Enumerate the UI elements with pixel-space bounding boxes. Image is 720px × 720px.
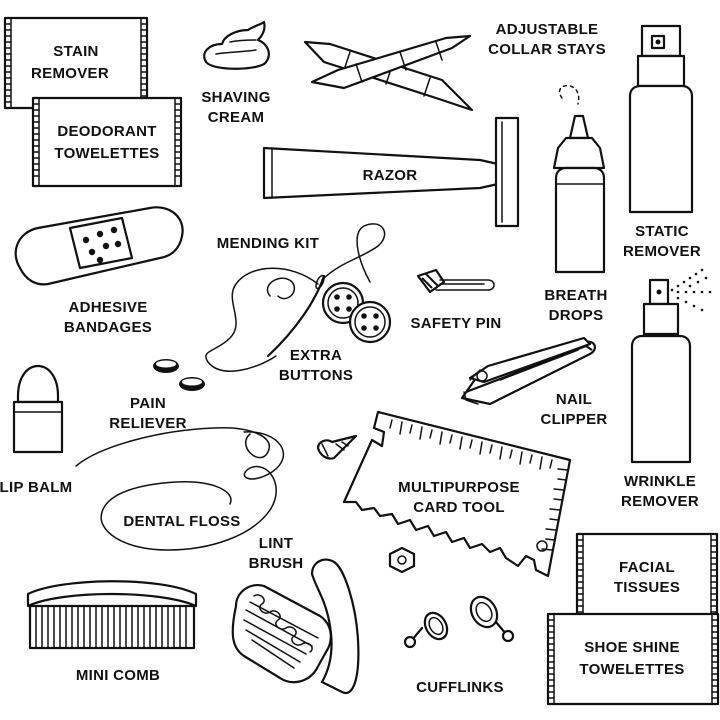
facial-tissues-packet-icon xyxy=(575,532,719,624)
nail-clipper-label-1: NAIL xyxy=(556,391,592,408)
shaving-cream-icon xyxy=(203,20,270,70)
lip-balm-label: LIP BALM xyxy=(0,479,72,496)
lint-brush-icon xyxy=(231,558,360,695)
floss-icon xyxy=(75,427,285,551)
mini-comb-label: MINI COMB xyxy=(76,667,160,684)
razor-icon xyxy=(262,116,520,228)
buttons-icon xyxy=(321,281,392,344)
shaving-cream-label-2: CREAM xyxy=(208,109,265,126)
card-tool-label-2: CARD TOOL xyxy=(413,499,505,516)
stain-remover-packet-icon xyxy=(3,16,149,110)
shaving-cream-label-1: SHAVING xyxy=(201,89,270,106)
shoe-shine-label-2: TOWELETTES xyxy=(579,661,684,678)
deodorant-towelettes-label-2: TOWELETTES xyxy=(54,145,159,162)
static-remover-label-2: REMOVER xyxy=(623,243,701,260)
safety-pin-label: SAFETY PIN xyxy=(410,315,501,332)
wrinkle-remover-icon xyxy=(630,268,712,464)
nail-clipper-icon xyxy=(460,336,596,406)
bandage-icon xyxy=(14,206,184,286)
lint-brush-label-2: BRUSH xyxy=(249,555,304,572)
stain-remover-label-1: STAIN xyxy=(53,43,98,60)
cufflinks-label: CUFFLINKS xyxy=(416,679,504,696)
collar-stays-label-1: ADJUSTABLE xyxy=(496,21,599,38)
wrinkle-remover-label-1: WRINKLE xyxy=(624,473,696,490)
lint-brush-label-1: LINT xyxy=(259,535,294,552)
pills-icon xyxy=(153,359,205,391)
static-remover-icon xyxy=(628,24,694,214)
shoe-shine-label-1: SHOE SHINE xyxy=(584,639,680,656)
comb-icon xyxy=(26,580,198,650)
card-tool-icon xyxy=(342,410,572,578)
collar-stays-label-2: COLLAR STAYS xyxy=(488,41,606,58)
facial-tissues-label-2: TISSUES xyxy=(614,579,680,596)
facial-tissues-label-1: FACIAL xyxy=(619,559,675,576)
collar-stays-icon xyxy=(303,34,474,112)
extra-buttons-label-2: BUTTONS xyxy=(279,367,353,384)
screw-icon xyxy=(316,434,358,460)
wrinkle-remover-label-2: REMOVER xyxy=(621,493,699,510)
nail-clipper-label-2: CLIPPER xyxy=(540,411,607,428)
breath-drops-label-2: DROPS xyxy=(549,307,604,324)
breath-drops-icon xyxy=(552,84,606,274)
razor-label: RAZOR xyxy=(363,167,418,184)
stain-remover-label-2: REMOVER xyxy=(31,65,109,82)
bandages-label-2: BANDAGES xyxy=(64,319,152,336)
bandages-label-1: ADHESIVE xyxy=(68,299,147,316)
lip-balm-icon xyxy=(12,364,64,454)
safety-pin-icon xyxy=(416,268,495,294)
breath-drops-label-1: BREATH xyxy=(544,287,607,304)
card-tool-label-1: MULTIPURPOSE xyxy=(398,479,520,496)
pain-reliever-label-1: PAIN xyxy=(130,395,166,412)
static-remover-label-1: STATIC xyxy=(635,223,689,240)
needle-thread-icon xyxy=(205,223,386,372)
deodorant-towelettes-label-1: DEODORANT xyxy=(57,123,156,140)
extra-buttons-label-1: EXTRA xyxy=(290,347,342,364)
deodorant-towelettes-packet-icon xyxy=(31,96,183,188)
cufflinks-icon xyxy=(403,595,515,649)
dental-floss-label: DENTAL FLOSS xyxy=(123,513,240,530)
shoe-shine-towelettes-packet-icon xyxy=(546,612,720,706)
mending-kit-label: MENDING KIT xyxy=(217,235,319,252)
pain-reliever-label-2: RELIEVER xyxy=(109,415,186,432)
